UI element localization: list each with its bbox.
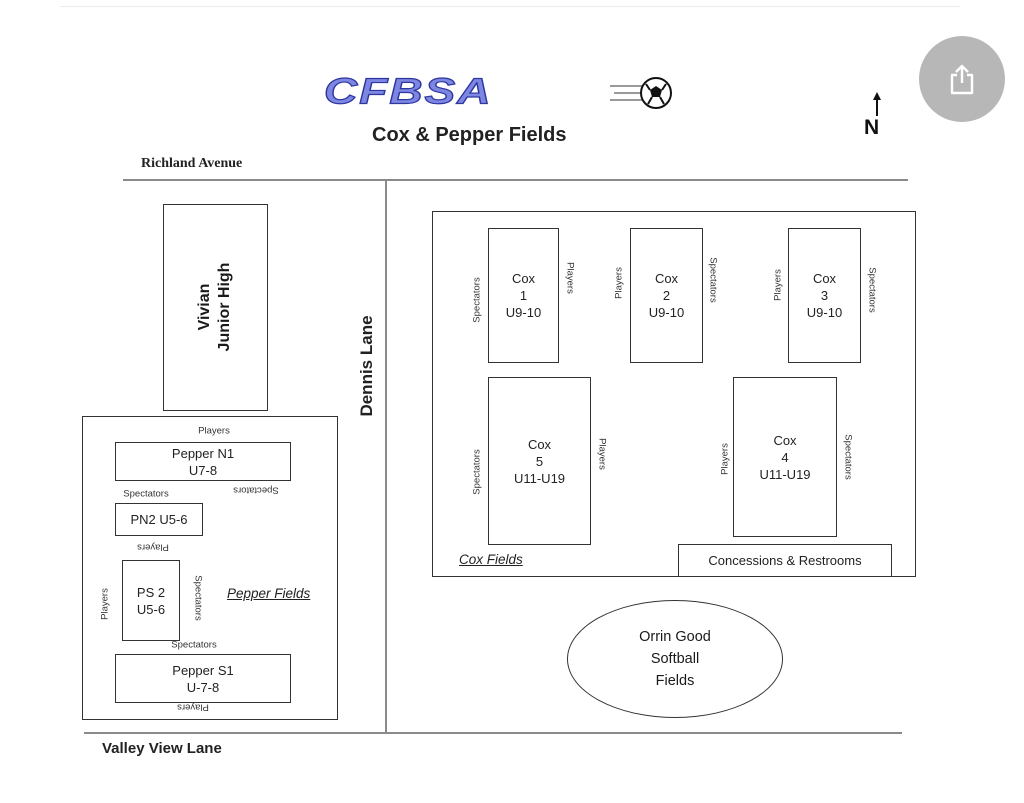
n1-players-label: Players <box>198 425 230 437</box>
cox-2-age: U9-10 <box>648 305 685 320</box>
field-cox-3[interactable]: Cox 3 U9-10 <box>788 228 861 363</box>
cox-4-right-label: Spectators <box>842 434 854 480</box>
n1-spectators-right-label: Spectators <box>233 484 279 496</box>
north-label: N <box>864 116 880 139</box>
cox-3-name: Cox <box>812 271 837 286</box>
vivian-junior-high <box>163 204 268 411</box>
orrin-line2: Softball <box>650 651 700 667</box>
n1-spectators-left-label: Spectators <box>123 488 169 500</box>
cox-4-number: 4 <box>781 449 789 465</box>
vivian-label: Vivian Junior High <box>195 263 235 352</box>
share-icon <box>950 64 974 95</box>
cox-2-name: Cox <box>654 271 679 286</box>
cox-3-right-label: Spectators <box>866 267 878 313</box>
logo-text: CFBSA <box>323 70 493 112</box>
ps2-age: U5-6 <box>136 601 166 617</box>
dennis-lane-label: Dennis Lane <box>357 315 376 417</box>
orrin-line3: Fields <box>655 673 695 689</box>
ps2-name: PS 2 <box>136 584 166 600</box>
cox-5-age: U11-U19 <box>513 470 566 486</box>
cfbsa-logo: CFBSA <box>323 70 674 114</box>
cox-4-left-label: Players <box>719 443 731 475</box>
cox-1-right-label: Players <box>564 262 576 294</box>
cox-2-number: 2 <box>662 288 671 303</box>
pepper-n1-age: U7-8 <box>188 462 218 478</box>
soccer-ball-icon <box>610 77 672 109</box>
ps2-players-label: Players <box>99 588 111 620</box>
field-pepper-n1[interactable]: Pepper N1 U7-8 <box>115 442 291 481</box>
ps2-spectators-label: Spectators <box>192 575 204 621</box>
vivian-line1: Vivian <box>196 283 213 331</box>
cox-4-name: Cox <box>773 432 797 448</box>
concessions-label: Concessions & Restrooms <box>708 553 862 568</box>
cox-5-number: 5 <box>535 453 544 469</box>
orrin-line1: Orrin Good <box>639 629 711 645</box>
vivian-line2: Junior High <box>216 262 233 352</box>
share-button[interactable] <box>919 36 1005 122</box>
orrin-good-softball-fields: Orrin Good Softball Fields <box>567 600 783 718</box>
cox-2-right-label: Spectators <box>707 257 719 303</box>
valley-view-lane-label: Valley View Lane <box>102 740 222 757</box>
dennis-lane-road <box>385 180 387 732</box>
pepper-fields-title: Pepper Fields <box>227 586 311 601</box>
field-pepper-s1[interactable]: Pepper S1 U-7-8 <box>115 654 291 703</box>
cox-5-right-label: Players <box>596 438 608 470</box>
richland-avenue-road <box>123 179 908 181</box>
field-pn2[interactable]: PN2 U5-6 <box>115 503 203 536</box>
map-title: Cox & Pepper Fields <box>372 124 567 146</box>
pepper-s1-name: Pepper S1 <box>172 662 234 678</box>
cox-5-name: Cox <box>527 436 552 452</box>
cox-1-age: U9-10 <box>505 305 542 320</box>
top-rule <box>60 6 960 7</box>
pn2-players-label: Players <box>137 541 169 553</box>
pn2-label: PN2 U5-6 <box>130 512 188 527</box>
field-cox-4[interactable]: Cox 4 U11-U19 <box>733 377 837 537</box>
concessions-restrooms: Concessions & Restrooms <box>678 544 892 577</box>
field-cox-5[interactable]: Cox 5 U11-U19 <box>488 377 591 545</box>
field-cox-1[interactable]: Cox 1 U9-10 <box>488 228 559 363</box>
north-arrow-icon <box>873 92 881 116</box>
pepper-n1-name: Pepper N1 <box>171 445 235 461</box>
richland-avenue-label: Richland Avenue <box>141 156 243 171</box>
valley-view-lane-road <box>84 732 902 734</box>
field-ps2[interactable]: PS 2 U5-6 <box>122 560 180 641</box>
ps2-bottom-spectators-label: Spectators <box>171 639 217 651</box>
cox-4-age: U11-U19 <box>759 466 811 482</box>
cox-1-name: Cox <box>511 271 536 286</box>
cox-1-number: 1 <box>519 288 528 303</box>
cox-5-left-label: Spectators <box>471 449 483 495</box>
cox-fields-title: Cox Fields <box>459 552 523 567</box>
cox-3-number: 3 <box>820 288 829 303</box>
cox-3-left-label: Players <box>772 269 784 301</box>
cox-1-left-label: Spectators <box>471 277 483 323</box>
cox-2-left-label: Players <box>613 267 625 299</box>
field-cox-2[interactable]: Cox 2 U9-10 <box>630 228 703 363</box>
s1-players-label: Players <box>177 701 209 713</box>
cox-3-age: U9-10 <box>806 305 843 320</box>
pepper-s1-age: U-7-8 <box>186 679 220 695</box>
